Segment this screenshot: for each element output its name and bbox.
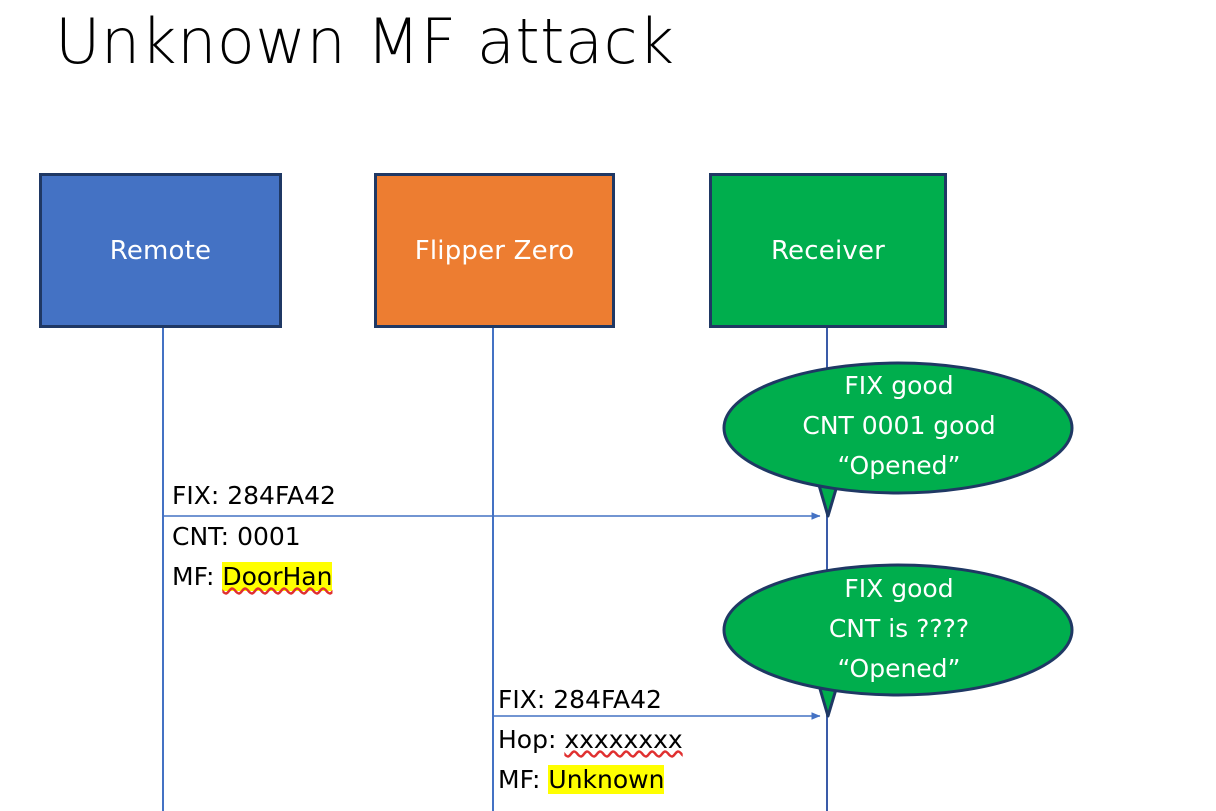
actor-box-receiver[interactable]: Receiver: [709, 173, 947, 328]
callout-2-text: FIX good CNT is ???? “Opened”: [724, 569, 1074, 689]
message-1-line-mf: MF: DoorHan: [172, 557, 333, 597]
label-prefix: FIX:: [172, 481, 228, 510]
page-title: Unknown MF attack: [55, 5, 675, 78]
label-value: 284FA42: [227, 481, 336, 510]
callout-1-text: FIX good CNT 0001 good “Opened”: [724, 366, 1074, 486]
label-value-highlighted: Unknown: [548, 765, 665, 794]
message-2-line-mf: MF: Unknown: [498, 760, 665, 800]
label-prefix: MF:: [172, 562, 223, 591]
message-1-line-fix: FIX: 284FA42: [172, 476, 336, 516]
callout-2-line-3: “Opened”: [837, 654, 961, 683]
callout-1-line-2: CNT 0001 good: [802, 411, 996, 440]
actor-box-remote[interactable]: Remote: [39, 173, 282, 328]
message-1-line-cnt: CNT: 0001: [172, 517, 301, 557]
callout-bubble-2: [722, 563, 1074, 718]
label-prefix: Hop:: [498, 725, 565, 754]
callout-2-line-2: CNT is ????: [828, 614, 970, 643]
actor-label-receiver: Receiver: [770, 235, 886, 266]
actor-label-remote: Remote: [109, 235, 212, 266]
label-value: xxxxxxxx: [564, 725, 683, 754]
message-2-line-hop: Hop: xxxxxxxx: [498, 720, 683, 760]
label-prefix: MF:: [498, 765, 549, 794]
label-value-highlighted: DoorHan: [222, 562, 333, 591]
message-2-line-fix: FIX: 284FA42: [498, 680, 662, 720]
actor-label-flipper: Flipper Zero: [414, 235, 575, 266]
label-prefix: CNT:: [172, 522, 238, 551]
label-value: 0001: [237, 522, 301, 551]
label-prefix: FIX:: [498, 685, 554, 714]
actor-box-flipper[interactable]: Flipper Zero: [374, 173, 615, 328]
callout-1-line-1: FIX good: [844, 371, 954, 400]
label-value: 284FA42: [553, 685, 662, 714]
callout-bubble-1: [722, 361, 1074, 518]
callout-2-line-1: FIX good: [844, 574, 954, 603]
callout-1-line-3: “Opened”: [837, 451, 961, 480]
